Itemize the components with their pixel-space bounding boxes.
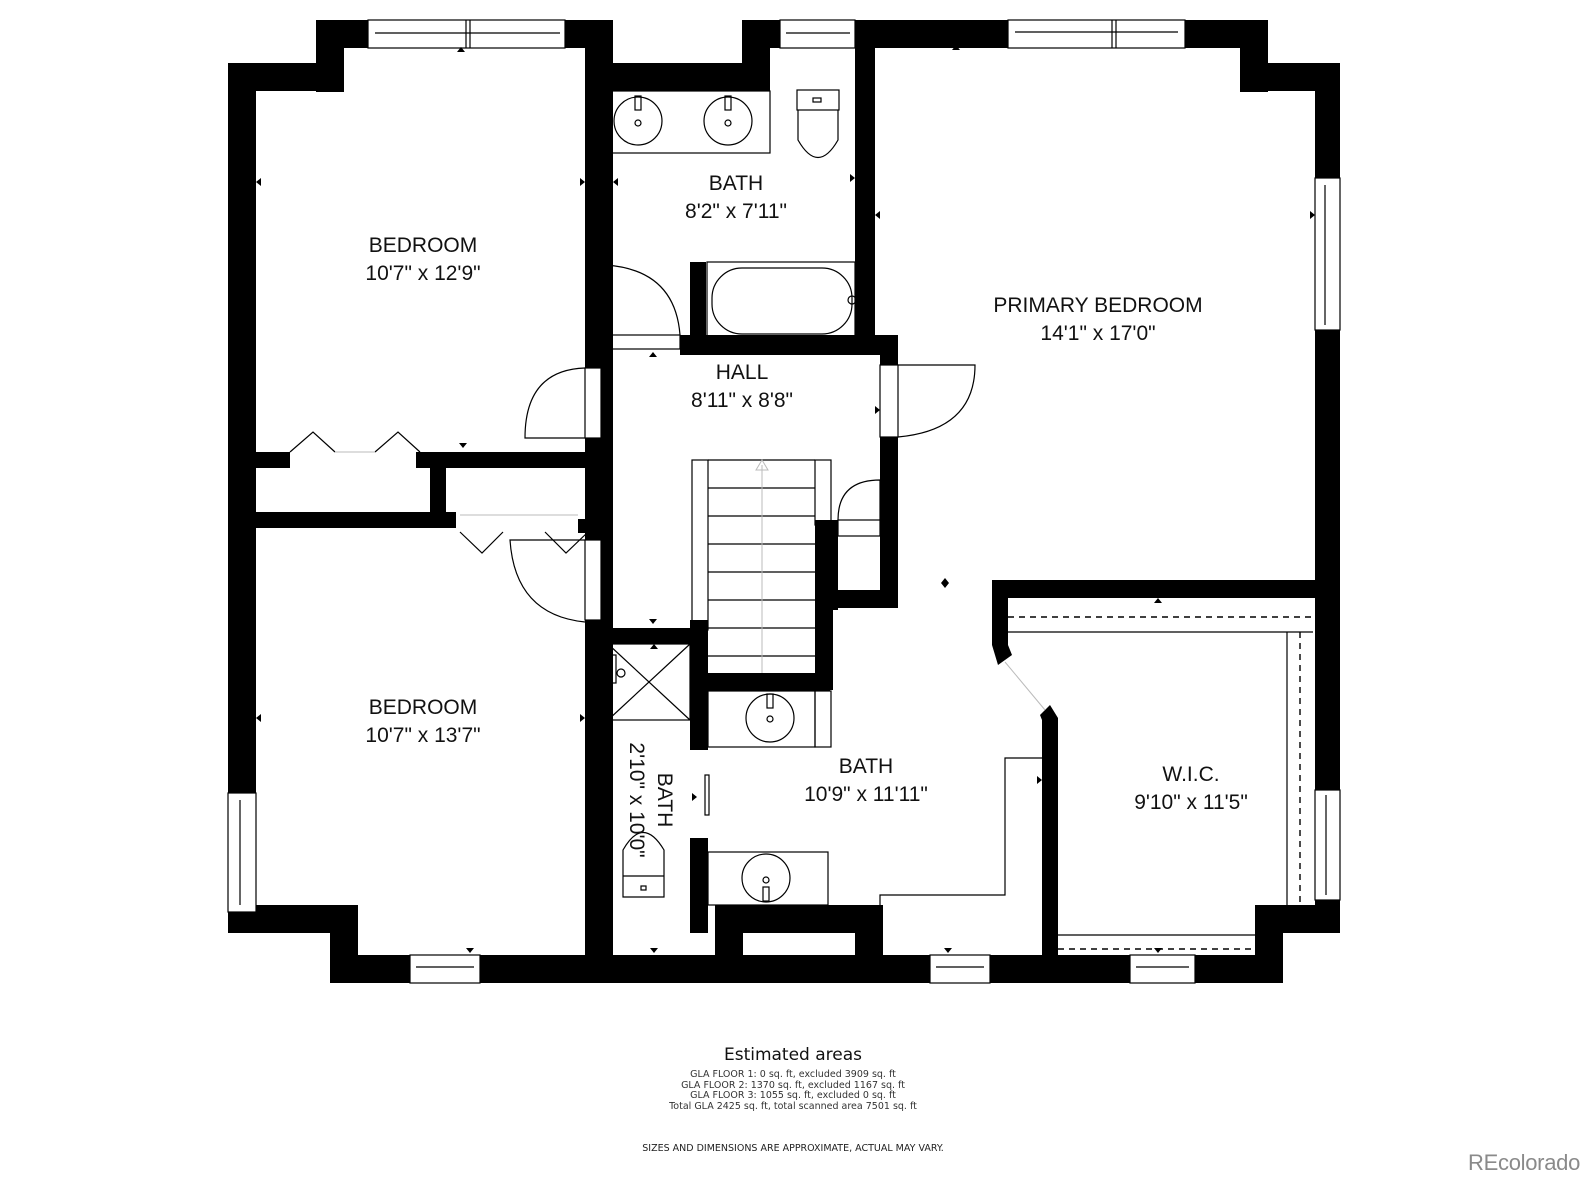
sink-icon <box>703 96 753 146</box>
staircase <box>708 459 815 673</box>
dimension-markers <box>256 45 1315 953</box>
gla-line-floor-2: GLA FLOOR 2: 1370 sq. ft, excluded 1167 … <box>681 1079 905 1091</box>
svg-text:14'1" x 17'0": 14'1" x 17'0" <box>1040 322 1155 345</box>
bathtub-icon <box>711 267 853 335</box>
room-label-bedroom-2: BEDROOM 10'7" x 13'7" <box>365 696 480 747</box>
sink-icon <box>741 853 791 903</box>
room-label-bath-3: BATH 10'9" x 11'11" <box>804 755 928 806</box>
svg-text:9'10" x 11'5": 9'10" x 11'5" <box>1134 791 1248 814</box>
sink-icon <box>745 693 795 743</box>
svg-text:10'7" x 12'9": 10'7" x 12'9" <box>365 262 480 285</box>
gla-line-floor-3: GLA FLOOR 3: 1055 sq. ft, excluded 0 sq.… <box>690 1090 896 1101</box>
svg-text:BEDROOM: BEDROOM <box>369 234 478 257</box>
disclaimer: SIZES AND DIMENSIONS ARE APPROXIMATE, AC… <box>642 1143 944 1154</box>
estimated-areas-title: Estimated areas <box>723 1045 863 1065</box>
fixtures <box>289 89 1313 950</box>
floor-plan: BEDROOM 10'7" x 12'9" BATH 8'2" x 7'11" … <box>227 19 1341 984</box>
brand-watermark: REcolorado <box>1468 1150 1580 1175</box>
toilet-icon <box>622 832 665 898</box>
gla-line-floor-1: GLA FLOOR 1: 0 sq. ft, excluded 3909 sq.… <box>690 1069 896 1080</box>
room-label-wic: W.I.C. 9'10" x 11'5" <box>1134 763 1248 814</box>
svg-text:2'10" x 10'0": 2'10" x 10'0" <box>625 742 648 857</box>
svg-text:8'2" x 7'11": 8'2" x 7'11" <box>685 200 787 223</box>
shower-icon <box>607 643 691 721</box>
gla-line-total: Total GLA 2425 sq. ft, total scanned are… <box>669 1100 917 1112</box>
estimated-areas-list: GLA FLOOR 1: 0 sq. ft, excluded 3909 sq.… <box>0 1069 1586 1112</box>
svg-text:BATH: BATH <box>653 773 676 827</box>
room-label-bath-2: BATH 2'10" x 10'0" <box>625 742 676 857</box>
svg-text:PRIMARY BEDROOM: PRIMARY BEDROOM <box>993 294 1202 317</box>
room-label-bath-1: BATH 8'2" x 7'11" <box>685 172 787 223</box>
windows <box>227 19 1341 984</box>
room-label-hall: HALL 8'11" x 8'8" <box>691 361 793 412</box>
toilet-icon <box>796 89 840 111</box>
svg-text:W.I.C.: W.I.C. <box>1162 763 1219 786</box>
room-label-bedroom-1: BEDROOM 10'7" x 12'9" <box>365 234 480 285</box>
svg-text:10'9" x 11'11": 10'9" x 11'11" <box>804 783 928 806</box>
svg-text:8'11" x 8'8": 8'11" x 8'8" <box>691 389 793 412</box>
svg-text:BATH: BATH <box>839 755 893 778</box>
room-label-primary-bedroom: PRIMARY BEDROOM 14'1" x 17'0" <box>993 294 1202 345</box>
svg-text:10'7" x 13'7": 10'7" x 13'7" <box>365 724 480 747</box>
walls <box>228 20 1340 983</box>
sink-icon <box>613 96 663 146</box>
svg-text:BATH: BATH <box>709 172 763 195</box>
svg-text:HALL: HALL <box>716 361 769 384</box>
svg-text:BEDROOM: BEDROOM <box>369 696 478 719</box>
